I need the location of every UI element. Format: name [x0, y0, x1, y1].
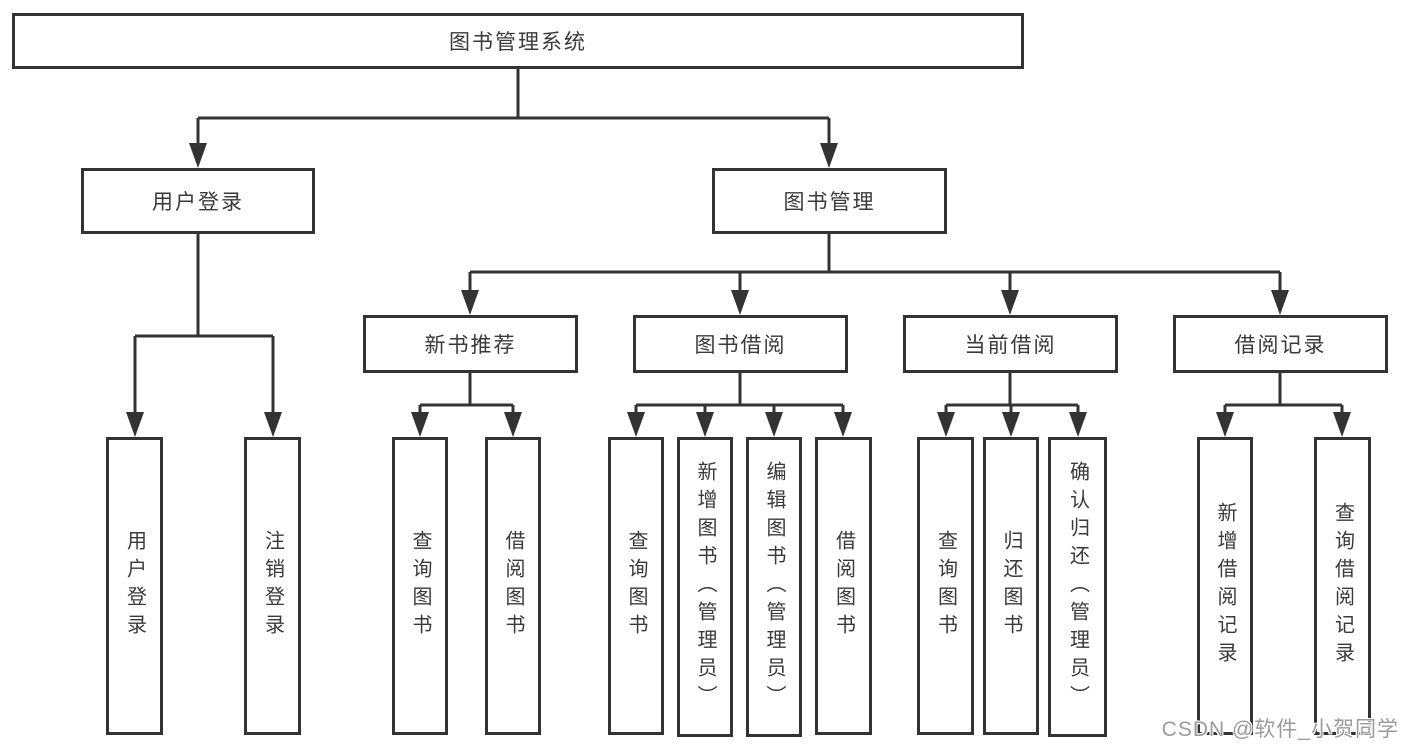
- leaf-rec-add-record-label: 新增借阅记录: [1214, 502, 1236, 670]
- leaf-user-login-label: 用户登录: [123, 530, 146, 642]
- leaf-cb-query-books: 查询图书: [917, 437, 974, 735]
- node-library-system-label: 图书管理系统: [449, 31, 587, 54]
- node-borrow-records-label: 借阅记录: [1234, 334, 1327, 357]
- node-user-login-label: 用户登录: [152, 191, 244, 214]
- leaf-bb-edit-books-admin: 编辑图书（管理员）: [746, 437, 802, 737]
- leaf-bb-borrow-books-label: 借阅图书: [832, 530, 855, 642]
- leaf-logout-login: 注销登录: [244, 437, 301, 735]
- leaf-nb-query-books: 查询图书: [392, 437, 448, 735]
- node-current-borrow: 当前借阅: [903, 315, 1118, 373]
- node-book-borrow: 图书借阅: [633, 315, 848, 373]
- node-library-system: 图书管理系统: [12, 13, 1024, 69]
- node-new-book-recommend-label: 新书推荐: [424, 334, 517, 357]
- node-book-borrow-label: 图书借阅: [694, 334, 787, 357]
- csdn-watermark: CSDN @软件_小贺同学: [1161, 718, 1399, 741]
- leaf-cb-return-books: 归还图书: [983, 437, 1039, 735]
- leaf-bb-add-books-admin-label: 新增图书（管理员）: [694, 461, 716, 713]
- node-new-book-recommend: 新书推荐: [363, 315, 578, 373]
- leaf-bb-add-books-admin: 新增图书（管理员）: [677, 437, 733, 737]
- leaf-bb-borrow-books: 借阅图书: [815, 437, 872, 735]
- leaf-cb-confirm-return-admin-label: 确认归还（管理员）: [1066, 461, 1089, 713]
- leaf-cb-confirm-return-admin: 确认归还（管理员）: [1048, 437, 1107, 737]
- leaf-rec-query-record: 查询借阅记录: [1314, 437, 1371, 735]
- leaf-rec-add-record: 新增借阅记录: [1197, 437, 1253, 735]
- node-user-login: 用户登录: [81, 168, 315, 234]
- leaf-cb-query-books-label: 查询图书: [934, 530, 957, 642]
- leaf-nb-borrow-books: 借阅图书: [485, 437, 541, 735]
- node-book-management: 图书管理: [712, 168, 947, 234]
- leaf-user-login: 用户登录: [106, 437, 163, 735]
- leaf-cb-return-books-label: 归还图书: [1000, 530, 1022, 642]
- leaf-bb-edit-books-admin-label: 编辑图书（管理员）: [763, 461, 785, 713]
- leaf-nb-query-books-label: 查询图书: [409, 530, 431, 642]
- leaf-nb-borrow-books-label: 借阅图书: [502, 530, 524, 642]
- leaf-bb-query-books-label: 查询图书: [625, 530, 647, 642]
- leaf-bb-query-books: 查询图书: [608, 437, 664, 735]
- node-book-management-label: 图书管理: [783, 191, 876, 214]
- leaf-rec-query-record-label: 查询借阅记录: [1331, 502, 1354, 670]
- node-current-borrow-label: 当前借阅: [964, 334, 1057, 357]
- node-borrow-records: 借阅记录: [1173, 315, 1388, 373]
- leaf-logout-login-label: 注销登录: [261, 530, 284, 642]
